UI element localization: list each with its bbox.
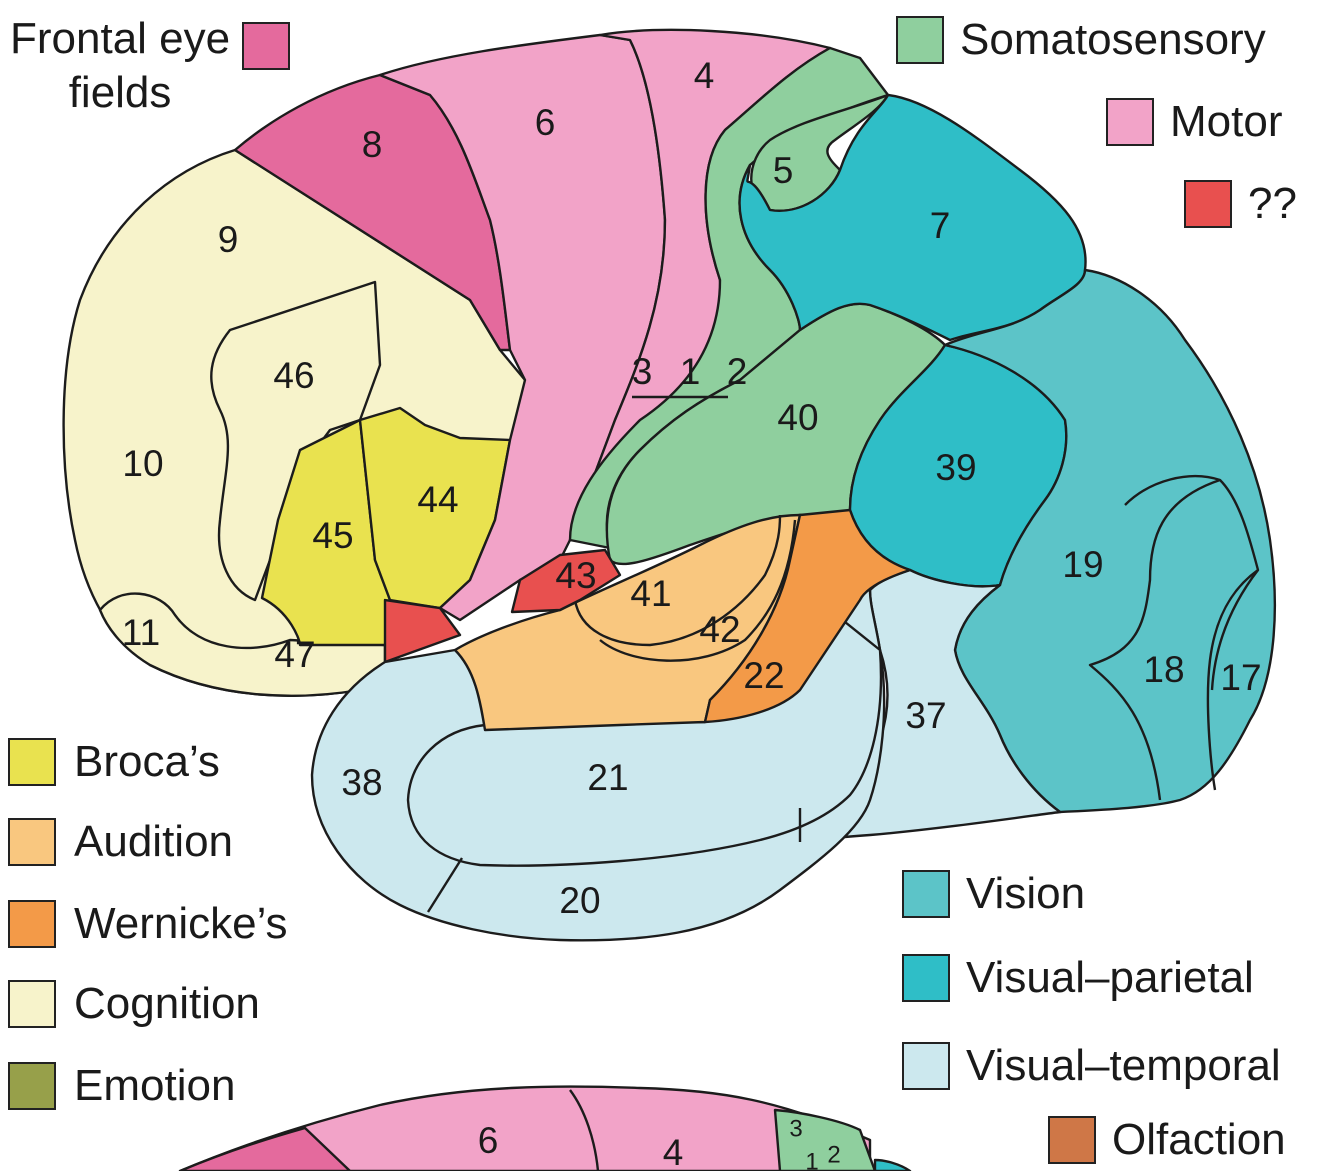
area-label-a4: 4	[663, 1132, 684, 1171]
area-label-a21: 21	[587, 757, 628, 798]
area-label-a312-1: 1	[680, 351, 701, 392]
legend-label-frontal-eye-fields-line1: Frontal eye	[10, 12, 230, 66]
area-label-a9: 9	[218, 219, 239, 260]
swatch-brocas	[8, 738, 56, 786]
area-label-a40: 40	[777, 397, 818, 438]
legend-visual-temporal: Visual–temporal	[902, 1040, 1281, 1092]
area-label-a22: 22	[743, 655, 784, 696]
legend-label-olfaction: Olfaction	[1112, 1115, 1286, 1165]
legend-label-wernickes: Wernicke’s	[74, 899, 288, 949]
area-label-a6: 6	[535, 102, 556, 143]
legend-label-visual-temporal: Visual–temporal	[966, 1041, 1281, 1091]
swatch-cognition	[8, 980, 56, 1028]
lower-area-label-a2: 2	[827, 1141, 840, 1168]
swatch-visual-parietal	[902, 954, 950, 1002]
swatch-olfaction	[1048, 1116, 1096, 1164]
area-label-a10: 10	[122, 443, 163, 484]
area-label-a11: 11	[122, 612, 160, 653]
swatch-motor	[1106, 98, 1154, 146]
area-label-a18: 18	[1143, 649, 1184, 690]
area-label-a7: 7	[930, 205, 951, 246]
area-label-a20: 20	[559, 880, 600, 921]
swatch-somatosensory	[896, 16, 944, 64]
legend-label-vision: Vision	[966, 869, 1085, 919]
area-label-a4: 4	[694, 55, 715, 96]
area-label-a46: 46	[273, 355, 314, 396]
legend-label-unknown: ??	[1248, 179, 1297, 229]
legend-audition: Audition	[8, 816, 233, 868]
area-label-a17: 17	[1220, 657, 1261, 698]
area-label-a44: 44	[417, 479, 458, 520]
legend-brocas: Broca’s	[8, 736, 220, 788]
swatch-unknown	[1184, 180, 1232, 228]
area-label-a312-2: 2	[727, 351, 748, 392]
legend-label-emotion: Emotion	[74, 1061, 235, 1111]
area-label-a312-3: 3	[632, 351, 653, 392]
area-label-a43: 43	[555, 555, 596, 596]
swatch-wernickes	[8, 900, 56, 948]
lower-brain-vision-edge	[875, 1160, 910, 1171]
area-label-a45: 45	[312, 515, 353, 556]
legend-olfaction: Olfaction	[1048, 1114, 1286, 1166]
area-label-a47: 47	[274, 634, 315, 675]
legend-cognition: Cognition	[8, 978, 260, 1030]
area-label-a8: 8	[362, 124, 383, 165]
area-label-a6: 6	[478, 1120, 499, 1161]
area-label-a39: 39	[935, 447, 976, 488]
legend-label-cognition: Cognition	[74, 979, 260, 1029]
swatch-emotion	[8, 1062, 56, 1110]
area-label-a37: 37	[905, 695, 946, 736]
legend-emotion: Emotion	[8, 1060, 235, 1112]
legend-visual-parietal: Visual–parietal	[902, 952, 1254, 1004]
legend-unknown: ??	[1184, 178, 1297, 230]
legend-label-motor: Motor	[1170, 97, 1282, 147]
lower-area-label-a3: 3	[789, 1115, 802, 1142]
legend-label-visual-parietal: Visual–parietal	[966, 953, 1254, 1003]
legend-label-frontal-eye-fields-line2: fields	[10, 66, 230, 120]
area-label-a19: 19	[1062, 544, 1103, 585]
swatch-visual-temporal	[902, 1042, 950, 1090]
swatch-audition	[8, 818, 56, 866]
area-label-a41: 41	[630, 573, 671, 614]
legend-wernickes: Wernicke’s	[8, 898, 288, 950]
area-label-a38: 38	[341, 762, 382, 803]
lower-area-label-a1: 1	[805, 1148, 818, 1171]
swatch-frontal-eye-fields	[242, 22, 290, 70]
legend-motor: Motor	[1106, 96, 1282, 148]
legend-label-audition: Audition	[74, 817, 233, 867]
area-label-a5: 5	[773, 150, 794, 191]
legend-label-brocas: Broca’s	[74, 737, 220, 787]
legend-vision: Vision	[902, 868, 1085, 920]
swatch-vision	[902, 870, 950, 918]
legend-label-somatosensory: Somatosensory	[960, 15, 1266, 65]
area-label-a42: 42	[699, 609, 740, 650]
legend-frontal-eye-fields: Frontal eye fields	[10, 12, 290, 120]
legend-somatosensory: Somatosensory	[896, 14, 1266, 66]
